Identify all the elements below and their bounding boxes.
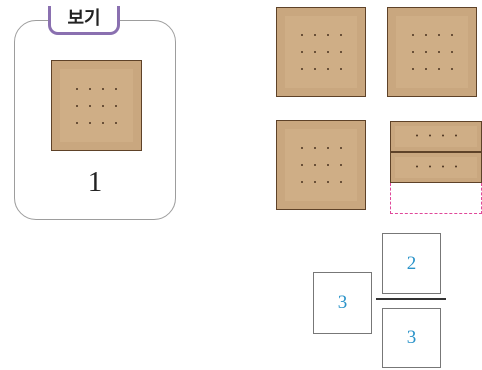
cracker-inner <box>60 69 133 142</box>
whole-number-box[interactable]: 3 <box>313 272 372 334</box>
denominator-box[interactable]: 3 <box>382 308 441 368</box>
cracker-2 <box>387 7 477 97</box>
cracker-1 <box>276 7 366 97</box>
cracker-inner <box>396 16 468 88</box>
cracker-dots <box>75 87 119 124</box>
cracker-dots <box>414 134 458 139</box>
cracker-inner <box>395 157 477 178</box>
cracker-dots <box>414 165 458 170</box>
cracker-inner <box>285 16 357 88</box>
cracker-dots <box>299 147 343 183</box>
missing-piece-outline <box>390 183 482 214</box>
cracker-piece-top <box>390 121 482 152</box>
cracker-3 <box>276 120 366 210</box>
cracker-inner <box>285 129 357 201</box>
cracker-piece-middle <box>390 152 482 183</box>
cracker-dots <box>410 34 454 70</box>
cracker-inner <box>395 126 477 147</box>
fraction-bar <box>376 298 446 300</box>
example-value: 1 <box>87 166 103 198</box>
example-tag: 보기 <box>48 6 120 35</box>
cracker-dots <box>299 34 343 70</box>
numerator-box[interactable]: 2 <box>382 233 441 294</box>
example-cracker <box>51 60 142 151</box>
